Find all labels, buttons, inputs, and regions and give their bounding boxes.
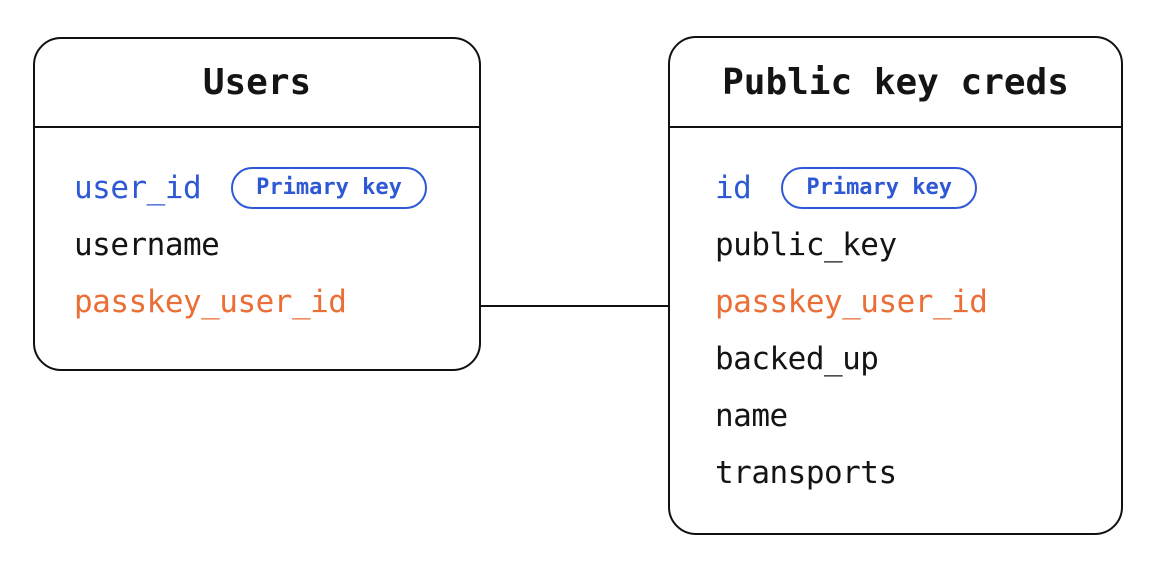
field-id: id <box>715 169 752 206</box>
field-name: name <box>715 397 788 434</box>
field-row-name: name <box>715 387 1121 444</box>
field-passkey-user-id: passkey_user_id <box>74 283 347 320</box>
table-users-fields: user_id Primary key username passkey_use… <box>35 128 479 330</box>
field-row-transports: transports <box>715 444 1121 501</box>
field-row-username: username <box>74 216 479 273</box>
table-public-key-creds-fields: id Primary key public_key passkey_user_i… <box>670 128 1121 501</box>
primary-key-badge: Primary key <box>781 166 978 209</box>
field-row-user-id: user_id Primary key <box>74 159 479 216</box>
table-users-title: Users <box>35 39 479 128</box>
field-transports: transports <box>715 454 897 491</box>
relationship-line <box>481 305 668 307</box>
field-backed-up: backed_up <box>715 340 879 377</box>
field-username: username <box>74 226 220 263</box>
primary-key-badge: Primary key <box>231 166 427 209</box>
field-public-key: public_key <box>715 226 897 263</box>
table-public-key-creds-title: Public key creds <box>670 38 1121 128</box>
table-users: Users user_id Primary key username passk… <box>33 37 481 371</box>
field-row-backed-up: backed_up <box>715 330 1121 387</box>
field-passkey-user-id: passkey_user_id <box>715 283 988 320</box>
field-row-passkey-user-id: passkey_user_id <box>74 273 479 330</box>
field-user-id: user_id <box>74 169 202 206</box>
field-row-passkey-user-id: passkey_user_id <box>715 273 1121 330</box>
field-row-public-key: public_key <box>715 216 1121 273</box>
field-row-id: id Primary key <box>715 159 1121 216</box>
table-public-key-creds: Public key creds id Primary key public_k… <box>668 36 1123 535</box>
